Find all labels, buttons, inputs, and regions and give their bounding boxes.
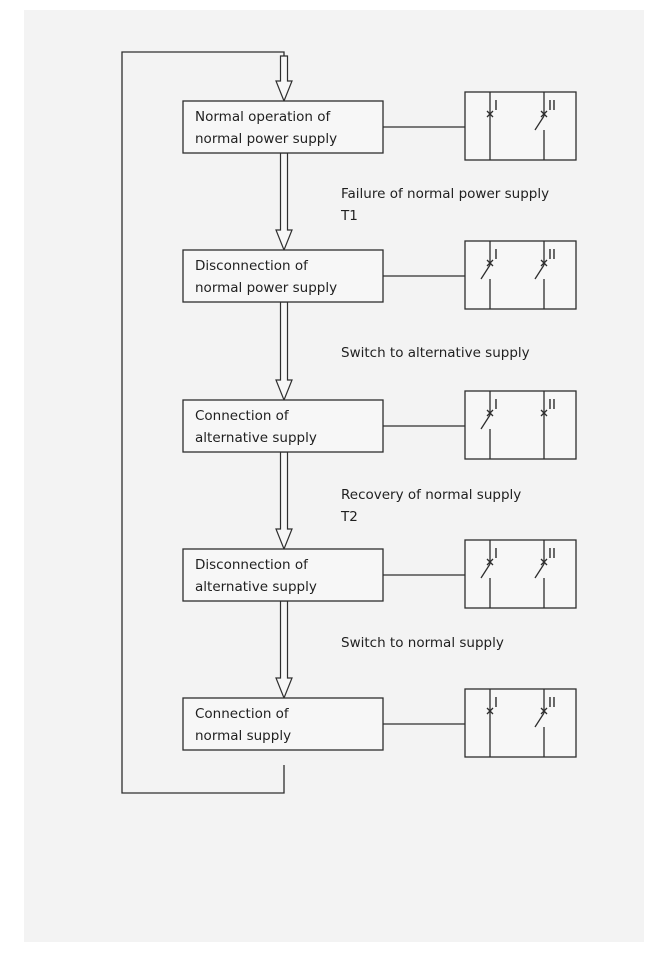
- step-label-line1: Disconnection of: [195, 258, 309, 274]
- transition-2: Switch to alternative supply: [341, 345, 530, 361]
- switch-panel-frame: [464, 91, 577, 161]
- step-label-line2: normal supply: [195, 728, 291, 744]
- flow-arrows: [275, 55, 293, 700]
- switch-blade-open: [534, 115, 545, 131]
- arrow-step-3-to-4: [275, 451, 293, 551]
- switch-cross-mark: [540, 259, 548, 267]
- step-label-line1: Connection of: [195, 706, 290, 722]
- step-label-line2: normal power supply: [195, 280, 337, 296]
- switch-cross-mark: [486, 110, 494, 118]
- step-4: Disconnection of alternative supply: [182, 548, 465, 602]
- switch-label: I: [494, 695, 498, 711]
- switch-blade-open: [534, 264, 545, 280]
- step-5: Connection of normal supply: [182, 697, 465, 751]
- switch-label: I: [494, 397, 498, 413]
- arrow-step-4-to-5: [275, 600, 293, 700]
- transition-label-line1: Failure of normal power supply: [341, 186, 549, 202]
- switch-panel-frame: [464, 240, 577, 310]
- step-label-line1: Disconnection of: [195, 557, 309, 573]
- transition-label-line1: Switch to normal supply: [341, 635, 504, 651]
- switch-blade-open: [480, 414, 491, 430]
- switch-blade-open: [534, 712, 545, 728]
- step-label-line1: Normal operation of: [195, 109, 332, 125]
- switch-blade-open: [480, 264, 491, 280]
- step-label-line1: Connection of: [195, 408, 290, 424]
- switch-panel-frame: [464, 390, 577, 460]
- arrow-into-step-1: [275, 55, 293, 103]
- switch-cross-mark: [486, 558, 494, 566]
- switch-blade-open: [534, 563, 545, 579]
- transition-label-line1: Switch to alternative supply: [341, 345, 530, 361]
- transition-label-line2: T2: [340, 509, 358, 525]
- step-3: Connection of alternative supply: [182, 399, 465, 453]
- switch-cross-mark: [540, 409, 548, 417]
- arrow-step-1-to-2: [275, 152, 293, 252]
- switch-blade-open: [480, 563, 491, 579]
- switch-panel-frame: [464, 688, 577, 758]
- step-2: Disconnection of normal power supply: [182, 249, 465, 303]
- switch-panel-frame: [464, 539, 577, 609]
- transition-4: Switch to normal supply: [341, 635, 504, 651]
- switch-label: I: [494, 546, 498, 562]
- step-box: [182, 249, 384, 303]
- transition-label-line2: T1: [340, 208, 358, 224]
- step-label-line2: alternative supply: [195, 430, 317, 446]
- step-box: [182, 100, 384, 154]
- step-label-line2: alternative supply: [195, 579, 317, 595]
- transition-label-line1: Recovery of normal supply: [341, 487, 521, 503]
- arrow-step-2-to-3: [275, 301, 293, 402]
- switch-cross-mark: [540, 558, 548, 566]
- switch-cross-mark: [540, 110, 548, 118]
- switch-cross-mark: [486, 409, 494, 417]
- diagram-panel: [24, 10, 644, 942]
- step-label-line2: normal power supply: [195, 131, 337, 147]
- switch-label: I: [494, 247, 498, 263]
- step-1: Normal operation of normal power supply: [182, 100, 465, 154]
- switch-label: II: [548, 247, 556, 263]
- switch-cross-mark: [486, 707, 494, 715]
- switch-cross-mark: [486, 259, 494, 267]
- switch-label: I: [494, 98, 498, 114]
- switch-label: II: [548, 546, 556, 562]
- switch-label: II: [548, 695, 556, 711]
- switch-label: II: [548, 397, 556, 413]
- switch-label: II: [548, 98, 556, 114]
- step-box: [182, 399, 384, 453]
- switch-cross-mark: [540, 707, 548, 715]
